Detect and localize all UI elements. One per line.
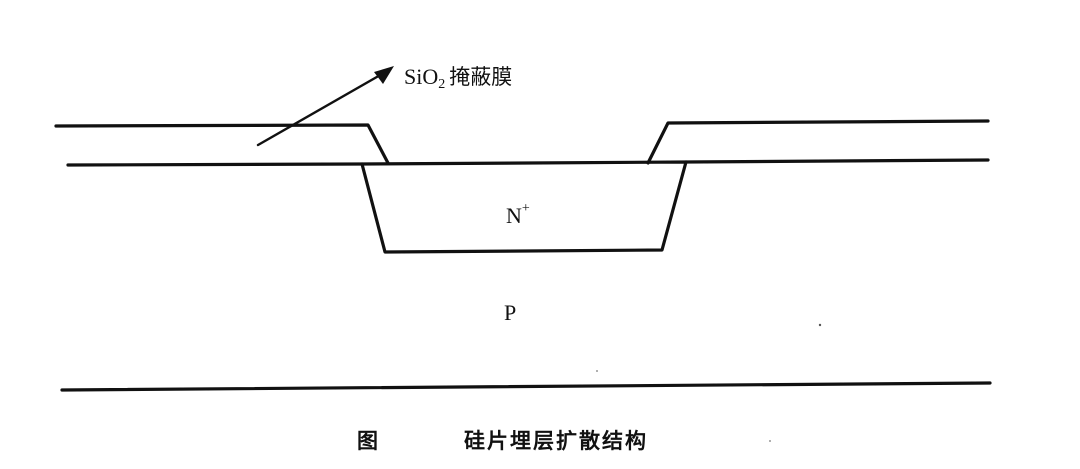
oxide-mask-right: [646, 119, 990, 165]
scan-speck: [596, 370, 598, 372]
wafer-surface-right: [684, 158, 990, 164]
arrowhead-icon: [374, 66, 394, 84]
n-plus-label: N+: [506, 201, 530, 228]
figure-caption-prefix: 图: [357, 429, 378, 453]
wafer-bottom-line: [60, 381, 992, 392]
n-plus-diffusion-region: [360, 160, 688, 254]
mask-pointer-arrow-line: [256, 72, 384, 147]
oxide-mask-left: [54, 123, 390, 165]
scan-speck: [769, 440, 771, 442]
figure-caption: 硅片埋层扩散结构: [464, 429, 648, 453]
p-substrate-label: P: [504, 300, 516, 325]
wafer-surface-left: [66, 162, 364, 167]
scan-speck: [818, 323, 822, 327]
